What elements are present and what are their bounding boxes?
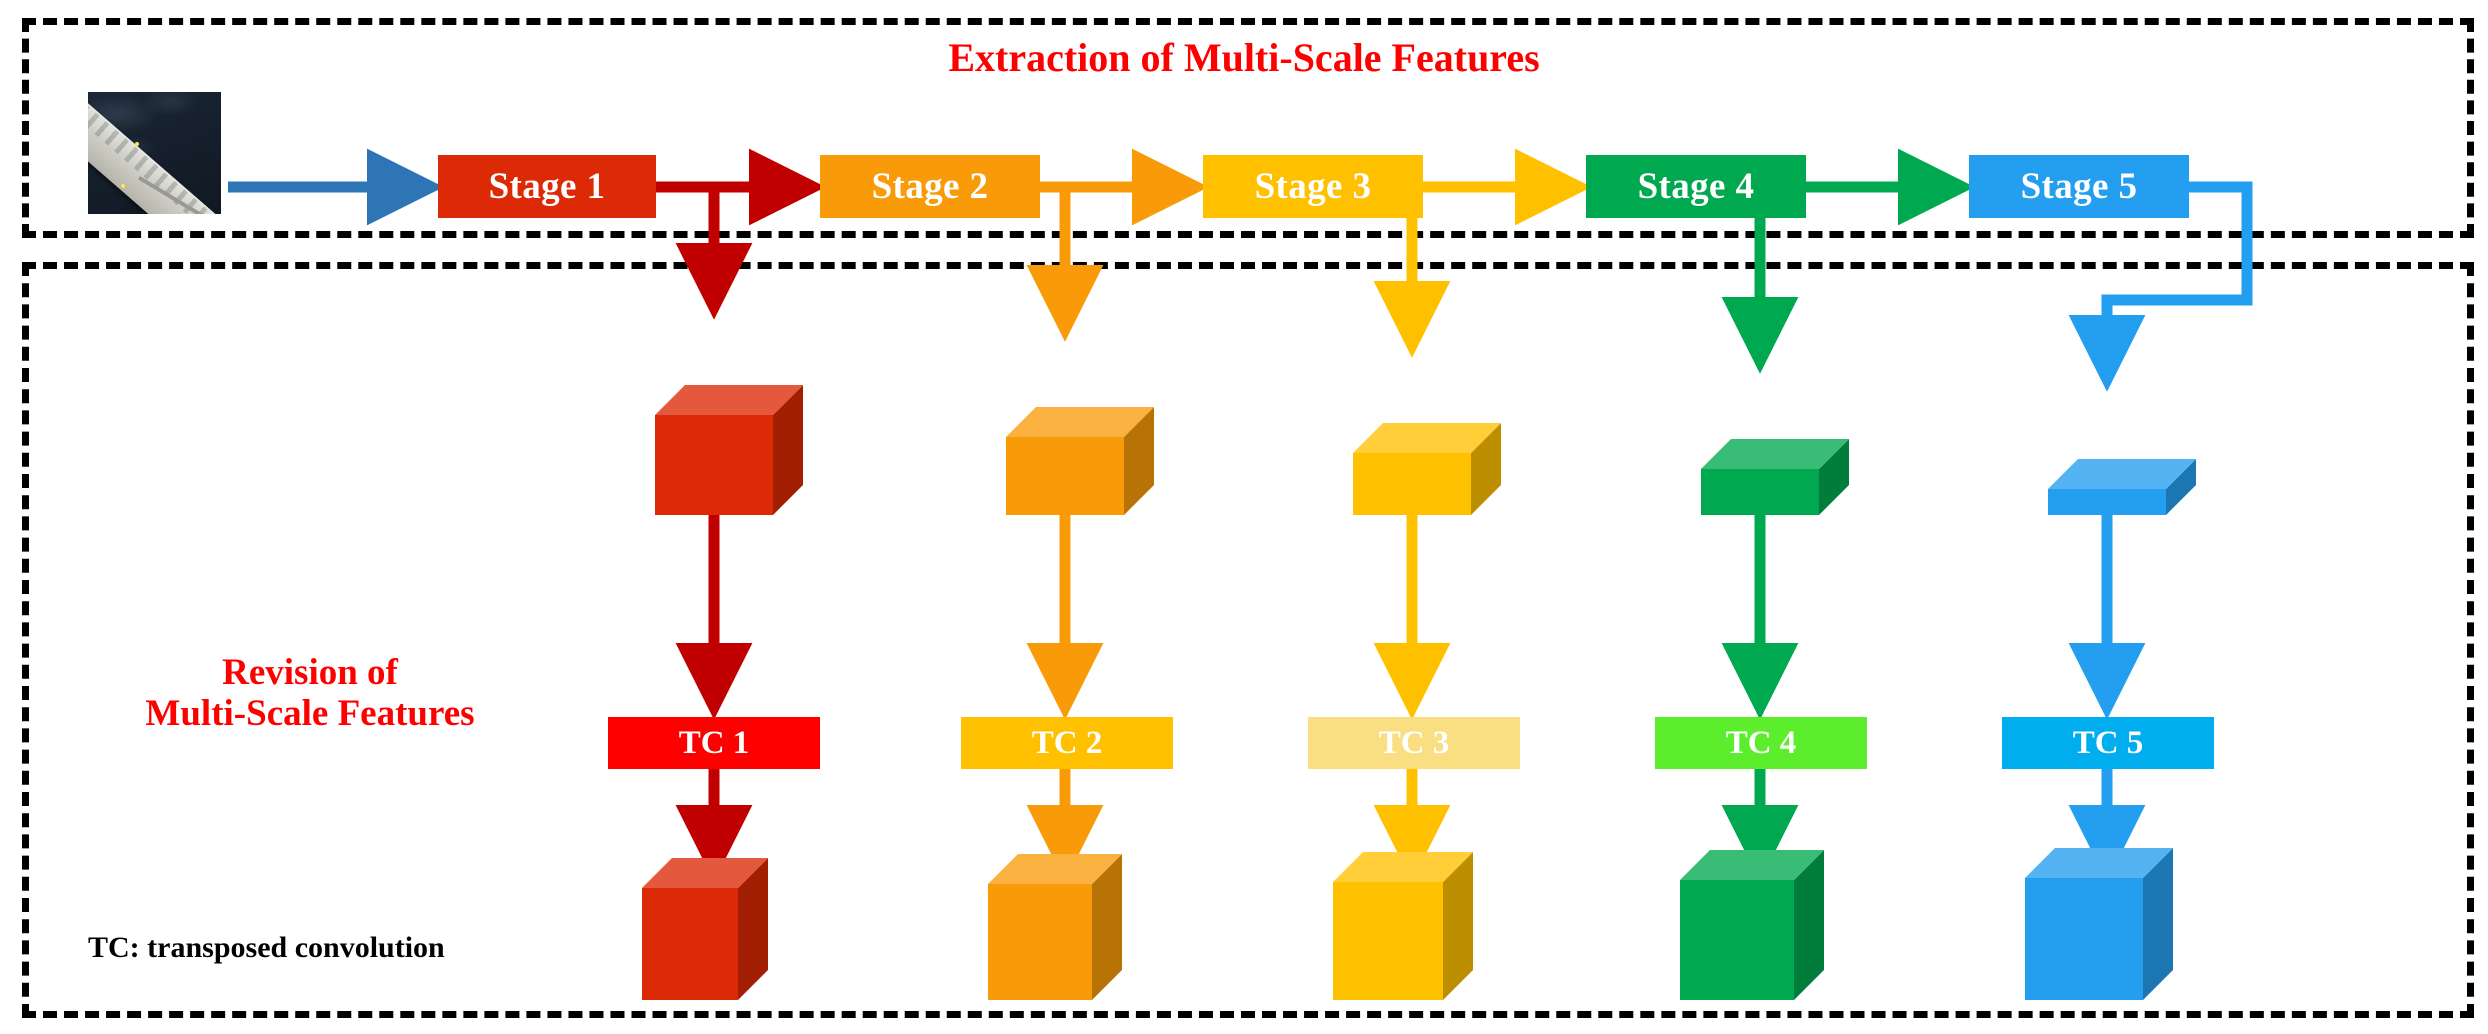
revision-title-line-2: Multi-Scale Features	[145, 693, 475, 735]
legend-note: TC: transposed convolution	[88, 931, 445, 964]
stage-box-2[interactable]: Stage 2	[820, 155, 1040, 218]
stage-box-1[interactable]: Stage 1	[438, 155, 656, 218]
extraction-section-title: Extraction of Multi-Scale Features	[948, 35, 1540, 80]
stage-box-5[interactable]: Stage 5	[1969, 155, 2189, 218]
tc-box-3[interactable]: TC 3	[1308, 717, 1520, 769]
stage-box-3[interactable]: Stage 3	[1203, 155, 1423, 218]
revision-section-title: Revision of Multi-Scale Features	[100, 652, 520, 735]
tc-box-4[interactable]: TC 4	[1655, 717, 1867, 769]
input-satellite-image	[88, 92, 221, 214]
tc-box-1[interactable]: TC 1	[608, 717, 820, 769]
tc-box-2[interactable]: TC 2	[961, 717, 1173, 769]
revision-title-line-1: Revision of	[222, 652, 398, 693]
extraction-section-panel	[22, 18, 2474, 238]
deck-marker-icon	[121, 184, 125, 188]
deck-marker-icon	[135, 142, 139, 146]
tc-box-5[interactable]: TC 5	[2002, 717, 2214, 769]
stage-box-4[interactable]: Stage 4	[1586, 155, 1806, 218]
revision-section-panel	[22, 262, 2474, 1018]
